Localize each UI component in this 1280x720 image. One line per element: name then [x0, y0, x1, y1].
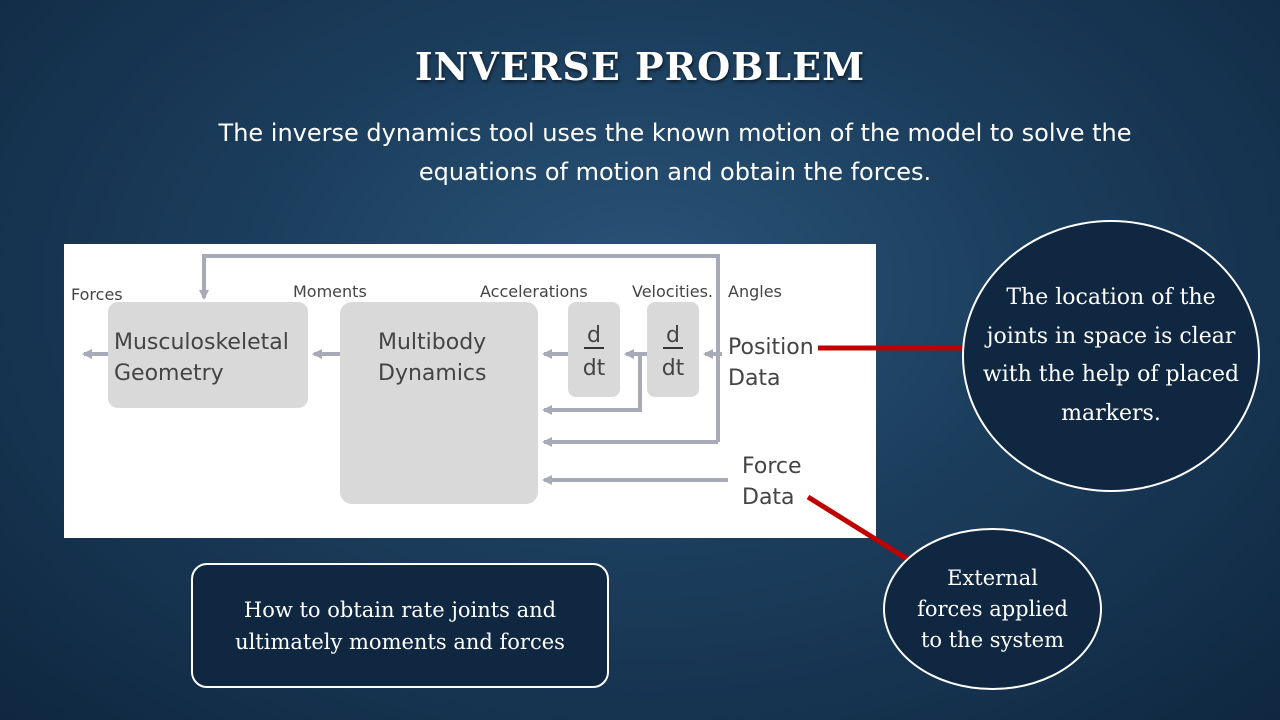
derivative-1-numerator: d	[587, 323, 601, 348]
external-forces-callout-text: External forces applied to the system	[917, 565, 1068, 652]
position-data-line2: Data	[728, 366, 781, 391]
multibody-box	[340, 302, 538, 504]
derivative-2-denominator: dt	[662, 356, 685, 381]
slide-title: INVERSE PROBLEM	[414, 44, 866, 89]
diagram-canvas: Forces Moments Accelerations Velocities.…	[71, 254, 814, 510]
derivative-box-2	[647, 302, 699, 397]
derivative-box-1	[568, 302, 620, 397]
multibody-label-line2: Dynamics	[378, 361, 487, 386]
velocity-feed-arrow	[542, 354, 642, 415]
inverse-dynamics-diagram: Forces Moments Accelerations Velocities.…	[64, 244, 876, 538]
velocities-label: Velocities.	[632, 282, 713, 301]
derivative-2-numerator: d	[666, 323, 680, 348]
angles-label: Angles	[728, 282, 782, 301]
rate-joints-note-text: How to obtain rate joints and ultimately…	[235, 597, 565, 654]
force-data-line1: Force	[742, 454, 802, 479]
external-forces-callout: External forces applied to the system	[883, 528, 1102, 690]
rate-joints-note: How to obtain rate joints and ultimately…	[191, 563, 609, 688]
markers-callout: The location of the joints in space is c…	[962, 220, 1260, 492]
feedback-loop-arrow	[199, 254, 720, 442]
multibody-label-line1: Multibody	[378, 330, 486, 355]
accelerations-label: Accelerations	[480, 282, 588, 301]
position-data-line1: Position	[728, 335, 814, 360]
musculoskeletal-label-line1: Musculoskeletal	[114, 330, 289, 355]
moments-label: Moments	[293, 282, 367, 301]
forces-label: Forces	[71, 285, 123, 304]
markers-callout-text: The location of the joints in space is c…	[982, 285, 1240, 426]
derivative-1-denominator: dt	[583, 356, 606, 381]
slide-subtitle: The inverse dynamics tool uses the known…	[218, 119, 1132, 186]
musculoskeletal-label-line2: Geometry	[114, 361, 224, 386]
musculoskeletal-box	[108, 302, 308, 408]
force-data-line2: Data	[742, 485, 795, 510]
